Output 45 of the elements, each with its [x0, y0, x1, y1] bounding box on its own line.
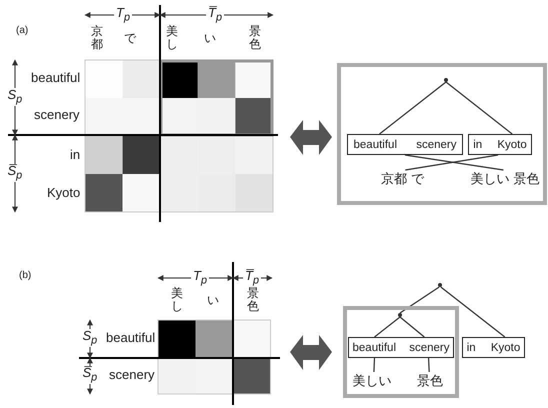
column-header: 景色 [249, 25, 261, 52]
dimension-label: T$_{p}$ [191, 268, 209, 287]
dimension-label: T̅$_{p}$ [206, 6, 224, 24]
column-header: 京都 [91, 25, 103, 52]
column-header: で [124, 32, 136, 45]
row-label: in [70, 148, 80, 162]
row-label: beautiful [106, 331, 156, 346]
tree-branch [379, 82, 446, 134]
tree-branch [440, 286, 506, 338]
word-text: 景色 [410, 372, 450, 390]
phrase-box: beautiful scenery [348, 337, 454, 358]
word-text: 美しい 景色 [465, 170, 545, 188]
column-header: 美し [166, 25, 178, 52]
alignment-line [373, 358, 376, 372]
phrase-box: beautiful scenery [347, 134, 463, 155]
tree-panel [337, 63, 547, 205]
dimension-label: T̅$_{p}$ [243, 268, 261, 287]
row-label: scenery [34, 108, 80, 122]
tree-branch [374, 316, 400, 338]
column-header: 景色 [247, 287, 259, 314]
column-header: い [204, 32, 216, 45]
panel-label: (a) [16, 24, 28, 36]
tree-branch [446, 82, 513, 134]
phrase-box: in Kyoto [462, 337, 525, 358]
column-header: 美し [171, 287, 183, 314]
tree-vertex [444, 78, 448, 82]
dimension-label: S̅$_{p}$ [80, 366, 100, 384]
dimension-label: T$_{p}$ [114, 6, 132, 24]
tree-branch [400, 316, 425, 338]
tree-branch [400, 286, 440, 314]
dimension-label: S̅$_{p}$ [6, 164, 24, 182]
tree-vertex [398, 313, 402, 317]
panel-label: (b) [19, 270, 32, 280]
dimension-label: S$_{p}$ [6, 88, 24, 106]
dimension-label: S$_{p}$ [80, 328, 100, 347]
row-label: scenery [109, 368, 155, 382]
column-header: い [207, 294, 219, 307]
row-label: Kyoto [47, 186, 80, 200]
tree-panel [343, 306, 459, 398]
word-text: 京都 で [375, 170, 430, 188]
row-label: beautiful [31, 71, 80, 86]
alignment-line [428, 358, 430, 372]
phrase-box: in Kyoto [468, 134, 532, 155]
word-text: 美しい [348, 372, 396, 390]
tree-vertex [438, 283, 442, 287]
